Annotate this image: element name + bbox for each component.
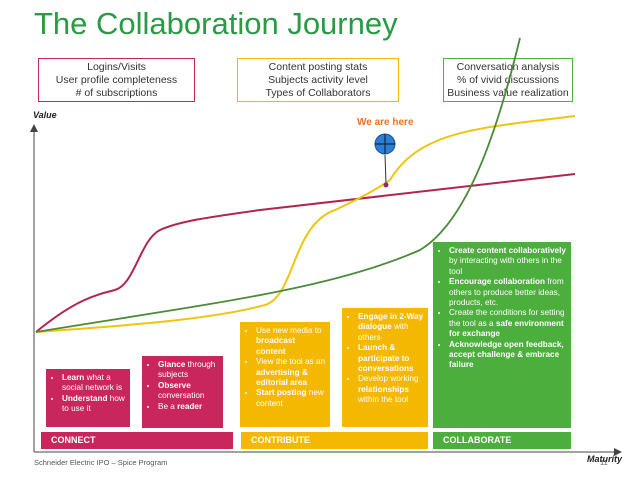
- card-bullet: Observe conversation: [158, 381, 219, 402]
- footer-text: Schneider Electric IPO – Spice Program: [34, 458, 168, 467]
- bullet-emphasis: advertising & editorial area: [256, 367, 308, 388]
- card-bullet: Engage in 2-Way dialogue with others: [358, 312, 424, 343]
- metric-line: # of subscriptions: [75, 86, 158, 99]
- card-bullet: Acknowledge open feedback, accept challe…: [449, 340, 567, 371]
- collaborate-band: COLLABORATE: [433, 432, 571, 449]
- card-bullet: Use new media to broadcast content: [256, 326, 326, 357]
- connect-curve: [35, 173, 576, 333]
- contribute-metrics-box: Content posting stats Subjects activity …: [237, 58, 399, 102]
- card-bullet: Start posting new content: [256, 388, 326, 409]
- bullet-emphasis: Observe: [158, 380, 191, 390]
- metric-line: Types of Collaborators: [265, 86, 371, 99]
- bullet-text: conversation: [158, 391, 205, 401]
- card-bullet: Create content collaboratively by intera…: [449, 246, 567, 277]
- connect-card-learn: Learn what a social network isUnderstand…: [46, 369, 130, 427]
- metric-line: Content posting stats: [268, 60, 368, 73]
- bullet-text: Use new media to: [256, 326, 322, 335]
- card-bullet: Be a reader: [158, 402, 219, 412]
- bullet-emphasis: Engage in 2-Way dialogue: [358, 312, 424, 332]
- card-bullet: View the tool as an advertising & editor…: [256, 357, 326, 388]
- bullet-text: from others to produce better ideas, pro…: [449, 277, 564, 308]
- y-axis-arrowhead: [30, 124, 38, 132]
- bullet-text: View the tool as an: [256, 357, 326, 367]
- collaborate-card: Create content collaboratively by intera…: [433, 242, 571, 428]
- bullet-text: Create the conditions for setting the to…: [449, 308, 565, 328]
- metric-line: Business value realization: [447, 86, 569, 99]
- collaborate-curve: [35, 37, 521, 333]
- bullet-emphasis: broadcast content: [256, 336, 296, 356]
- metric-line: Logins/Visits: [87, 60, 146, 73]
- bullet-emphasis: safe environment for exchange: [449, 318, 564, 339]
- bullet-emphasis: Encourage collaboration: [449, 277, 545, 287]
- metric-line: % of vivid discussions: [456, 73, 560, 86]
- contribute-band: CONTRIBUTE: [241, 432, 428, 449]
- bullet-emphasis: Glance: [158, 360, 186, 369]
- card-bullet: Understand how to use it: [62, 394, 126, 415]
- card-bullet: Learn what a social network is: [62, 373, 126, 394]
- bullet-text: Be a: [158, 401, 178, 411]
- marker-dot: [383, 182, 389, 188]
- card-bullet: Create the conditions for setting the to…: [449, 308, 567, 339]
- card-bullet: Glance through subjects: [158, 360, 219, 381]
- card-bullet: Encourage collaboration from others to p…: [449, 277, 567, 308]
- x-axis-arrowhead: [614, 448, 622, 456]
- x-axis-label: Maturity: [587, 454, 623, 464]
- bullet-text: by interacting with others in the tool: [449, 256, 562, 276]
- page-number: 11: [600, 458, 608, 467]
- card-bullet: Develop working relationships within the…: [358, 374, 424, 405]
- metric-line: User profile completeness: [55, 73, 178, 86]
- bullet-emphasis: Launch & participate to conversations: [358, 343, 414, 374]
- bullet-emphasis: Create content collaboratively: [449, 246, 566, 255]
- y-axis-label: Value: [33, 110, 57, 120]
- contribute-curve: [35, 115, 576, 333]
- bullet-text: new content: [256, 388, 324, 408]
- bullet-emphasis: Learn: [62, 373, 85, 382]
- connect-metrics-box: Logins/Visits User profile completeness …: [38, 58, 195, 102]
- metric-line: Subjects activity level: [268, 73, 368, 86]
- marker-stem: [384, 154, 387, 185]
- bullet-text: Develop working: [358, 374, 419, 384]
- bullet-text: through subjects: [158, 360, 216, 380]
- bullet-text: within the tool: [358, 395, 409, 405]
- bullet-text: what a social network is: [62, 373, 123, 393]
- bullet-emphasis: Acknowledge open feedback, accept challe…: [449, 339, 564, 370]
- contribute-card-broadcast: Use new media to broadcast contentView t…: [240, 322, 330, 427]
- connect-card-glance: Glance through subjectsObserve conversat…: [142, 356, 223, 428]
- connect-band: CONNECT: [41, 432, 233, 449]
- bullet-emphasis: Understand: [62, 393, 108, 403]
- bullet-text: with others: [358, 322, 409, 342]
- bullet-emphasis: reader: [177, 401, 203, 411]
- bullet-emphasis: Start posting: [256, 388, 307, 398]
- bullet-text: how to use it: [62, 393, 125, 414]
- card-bullet: Launch & participate to conversations: [358, 343, 424, 374]
- we-are-here-label: We are here: [357, 117, 414, 128]
- metric-line: Conversation analysis: [456, 60, 560, 73]
- collaborate-metrics-box: Conversation analysis % of vivid discuss…: [443, 58, 573, 102]
- contribute-card-dialogue: Engage in 2-Way dialogue with othersLaun…: [342, 308, 428, 427]
- bullet-emphasis: relationships: [358, 384, 409, 394]
- crosshair-icon: [374, 133, 396, 155]
- page-title: The Collaboration Journey: [34, 6, 398, 41]
